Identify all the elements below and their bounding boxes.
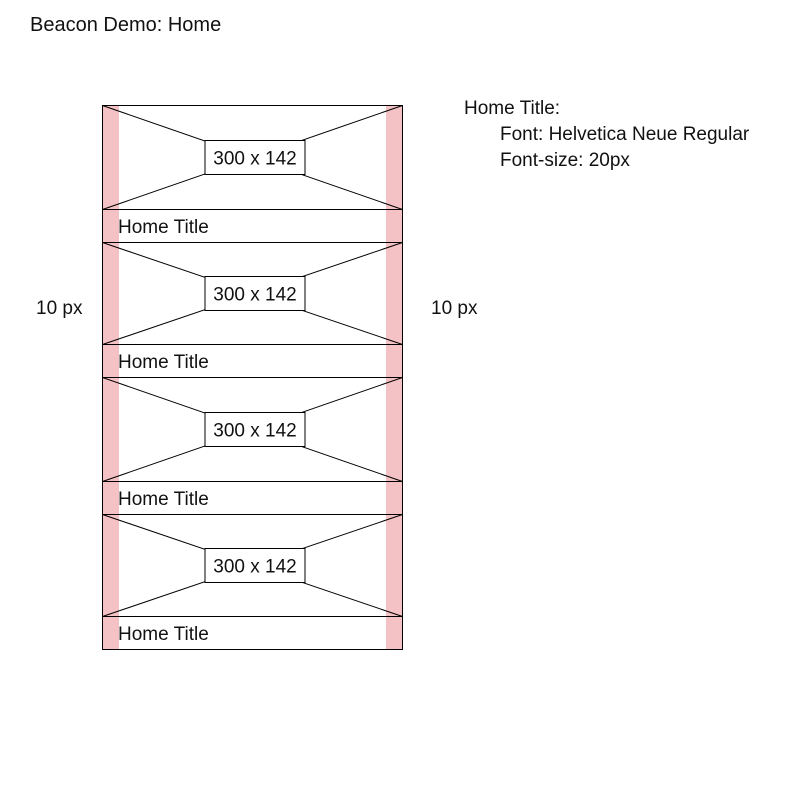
dimension-label: 300 x 142 (213, 149, 296, 170)
dimension-label: 300 x 142 (213, 421, 296, 442)
home-title: Home Title (118, 489, 209, 510)
right-margin-label: 10 px (431, 298, 478, 319)
dimension-label-box (204, 276, 306, 311)
page-title: Beacon Demo: Home (30, 14, 222, 36)
image-placeholder: 300 x 142 (102, 105, 403, 210)
home-title: Home Title (118, 624, 209, 645)
dimension-label: 300 x 142 (213, 285, 296, 306)
font-spec-note: Home Title: Font: Helvetica Neue Regular… (464, 96, 749, 174)
spec-font: Font: Helvetica Neue Regular (500, 124, 750, 145)
dimension-label-box (204, 412, 306, 447)
spec-font-size: Font-size: 20px (500, 150, 630, 171)
spec-heading: Home Title: (464, 98, 561, 119)
home-title: Home Title (118, 352, 209, 373)
dimension-label-box (204, 548, 306, 583)
dimension-label-box (204, 140, 306, 175)
image-placeholder: 300 x 142 (102, 514, 403, 617)
list-outline (102, 105, 403, 650)
dimension-label: 300 x 142 (213, 557, 296, 578)
left-margin-label: 10 px (36, 298, 83, 319)
image-placeholder: 300 x 142 (102, 242, 403, 345)
home-title: Home Title (118, 217, 209, 238)
image-placeholder: 300 x 142 (102, 377, 403, 482)
